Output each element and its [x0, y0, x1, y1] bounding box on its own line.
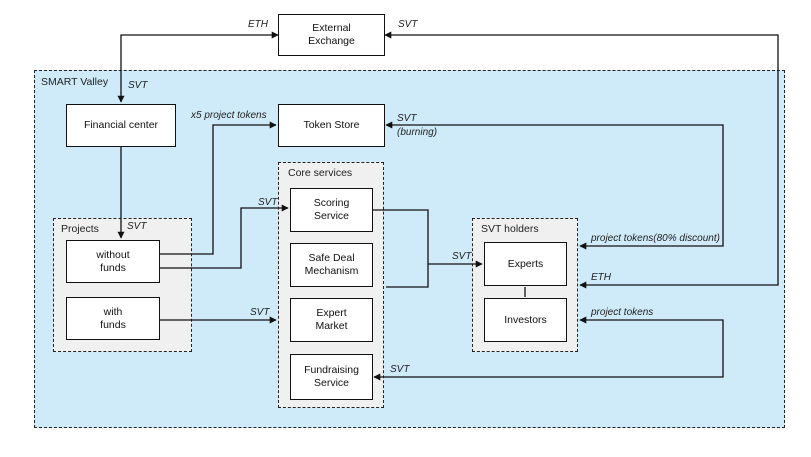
scoring-service-node: Scoring Service [290, 188, 373, 232]
investors-node: Investors [484, 298, 567, 342]
svt-to-experts-label: SVT [452, 251, 472, 262]
experts-node: Experts [484, 242, 567, 286]
burning-label: (burning) [397, 127, 438, 138]
svt-fundraising-label: SVT [390, 364, 410, 375]
fundraising-service-node: Fundraising Service [290, 354, 373, 400]
svt-scoring-label: SVT [258, 197, 278, 208]
svt-top-right-label: SVT [398, 19, 418, 30]
investors-fundraising-line [373, 316, 724, 381]
expert-market-node: Expert Market [290, 298, 373, 342]
external-exchange-node: External Exchange [278, 14, 385, 56]
with-funds-node: with funds [66, 297, 160, 340]
svt-financial-label: SVT [128, 80, 148, 91]
eth-top-label: ETH [248, 19, 268, 30]
svt-projects-label: SVT [127, 221, 147, 232]
svt-with-funds-label: SVT [250, 307, 270, 318]
core-services-label: Core services [288, 167, 353, 179]
project-tokens-label: project tokens [591, 307, 654, 318]
without-funds-to-token-store-line [160, 121, 277, 255]
smart-valley-label: SMART Valley [41, 76, 109, 88]
project-tokens-discount-label: project tokens(80% discount) [591, 233, 720, 244]
eth-holders-label: ETH [591, 272, 611, 283]
eth-svt-exchange-financial-line [117, 31, 279, 103]
token-store-node: Token Store [278, 104, 385, 147]
x5-project-tokens-label: x5 project tokens [191, 110, 267, 121]
exchange-holders-eth-line [384, 31, 779, 289]
without-funds-node: without funds [66, 240, 160, 283]
projects-label: Projects [61, 223, 99, 235]
safe-deal-mechanism-node: Safe Deal Mechanism [290, 243, 373, 287]
scoring-safe-deal-bracket [373, 209, 429, 288]
financial-center-node: Financial center [66, 104, 176, 147]
svt-store-label: SVT [397, 113, 417, 124]
without-funds-to-scoring-line [160, 204, 289, 269]
holders-token-store-line [385, 121, 724, 250]
